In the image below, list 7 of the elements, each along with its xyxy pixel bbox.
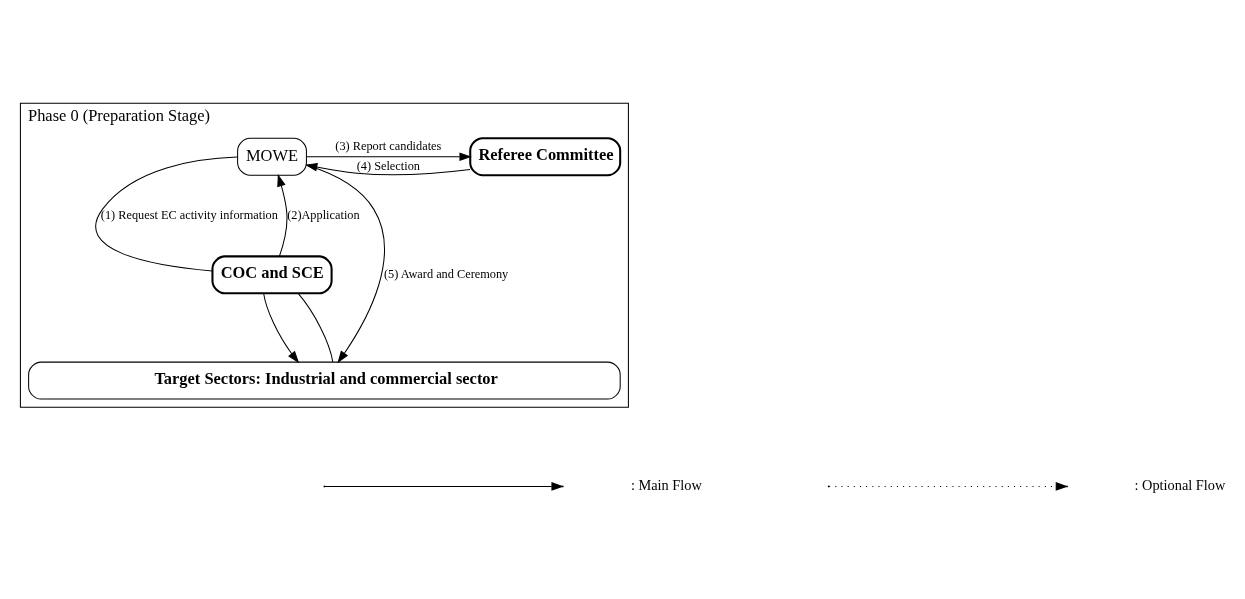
edge-label: (2)Application: [287, 207, 360, 222]
legend-label: : Main Flow: [630, 476, 702, 493]
edge-label: (3) Report candidates: [335, 138, 442, 153]
legend-label: : Optional Flow: [1134, 476, 1226, 493]
edge-label: (1) Request EC activity information: [100, 207, 278, 222]
edge-label: (5) Award and Ceremony: [383, 266, 509, 281]
edge-label: (4) Selection: [356, 158, 420, 173]
